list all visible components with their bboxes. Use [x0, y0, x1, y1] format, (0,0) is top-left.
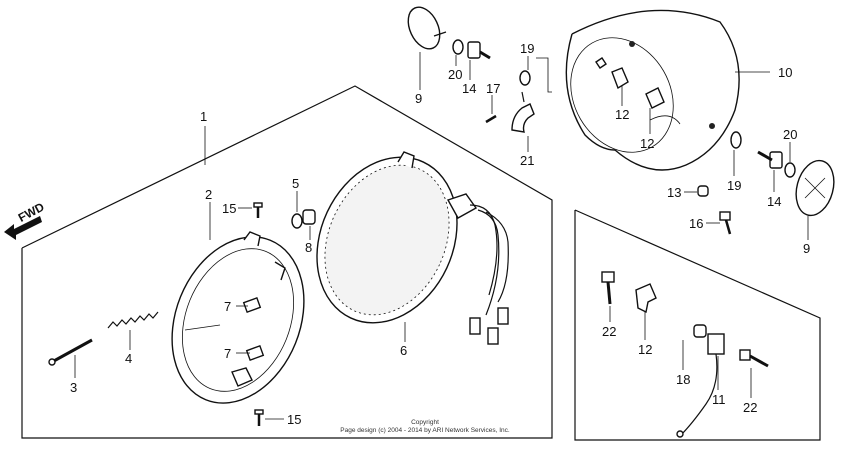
bolt-16: [719, 211, 732, 235]
headlight-rim: [171, 231, 305, 404]
bolt-14a: [467, 41, 491, 60]
callout-15a: 15: [222, 201, 236, 216]
callout-7a: 7: [224, 299, 231, 314]
callout-22b: 22: [743, 400, 757, 415]
leader-19a-bracket: [536, 57, 552, 93]
callout-12c: 12: [638, 342, 652, 357]
callout-21: 21: [520, 153, 534, 168]
callout-16: 16: [689, 216, 703, 231]
copyright-line-1: Copyright: [411, 419, 439, 426]
grommet-20a: [452, 39, 464, 55]
callout-19b: 19: [727, 178, 741, 193]
callout-11: 11: [712, 392, 726, 407]
headlight-case: [565, 9, 740, 171]
nut-18: [693, 324, 707, 338]
callout-15b: 15: [287, 412, 301, 427]
callout-9b: 9: [803, 241, 810, 256]
callout-12b: 12: [640, 136, 654, 151]
reflector-9a: [407, 6, 447, 50]
nut-8: [302, 209, 316, 225]
inset-frame: [574, 209, 821, 441]
callout-1: 1: [200, 109, 207, 124]
adjusting-spring: [107, 311, 159, 329]
callout-13: 13: [667, 185, 681, 200]
bolt-14b: [757, 150, 783, 169]
screw-17: [485, 114, 497, 124]
callout-19a: 19: [520, 41, 534, 56]
callout-3: 3: [70, 380, 77, 395]
callout-10: 10: [778, 65, 792, 80]
clip-12c: [635, 283, 657, 314]
reflector-9b: [795, 159, 835, 217]
assembly-frame-1: [21, 85, 553, 439]
callout-17: 17: [486, 81, 500, 96]
callout-14b: 14: [767, 194, 781, 209]
harness-11: [676, 333, 725, 438]
washer-19a: [519, 70, 531, 86]
callout-7b: 7: [224, 346, 231, 361]
callout-4: 4: [125, 351, 132, 366]
screw-15b: [254, 409, 264, 426]
fwd-arrow-icon: [4, 216, 42, 240]
callout-12a: 12: [615, 107, 629, 122]
washer-5: [291, 213, 303, 229]
washer-19b: [730, 131, 742, 149]
screw-15a: [253, 202, 263, 218]
callout-20a: 20: [448, 67, 462, 82]
callout-20b: 20: [783, 127, 797, 142]
headlight-unit: [316, 151, 509, 345]
callout-14a: 14: [462, 81, 476, 96]
adjusting-screw: [48, 338, 93, 366]
callout-9a: 9: [415, 91, 422, 106]
nut-13: [697, 185, 709, 197]
grommet-20b: [784, 162, 796, 178]
bolt-22b: [739, 349, 769, 368]
callout-5: 5: [292, 176, 299, 191]
callout-22a: 22: [602, 324, 616, 339]
bolt-22a: [601, 271, 615, 305]
callout-8: 8: [305, 240, 312, 255]
copyright-line-2: Page design (c) 2004 - 2014 by ARI Netwo…: [340, 427, 510, 434]
callout-18: 18: [676, 372, 690, 387]
callout-2: 2: [205, 187, 212, 202]
bracket-21: [511, 91, 535, 133]
callout-6: 6: [400, 343, 407, 358]
